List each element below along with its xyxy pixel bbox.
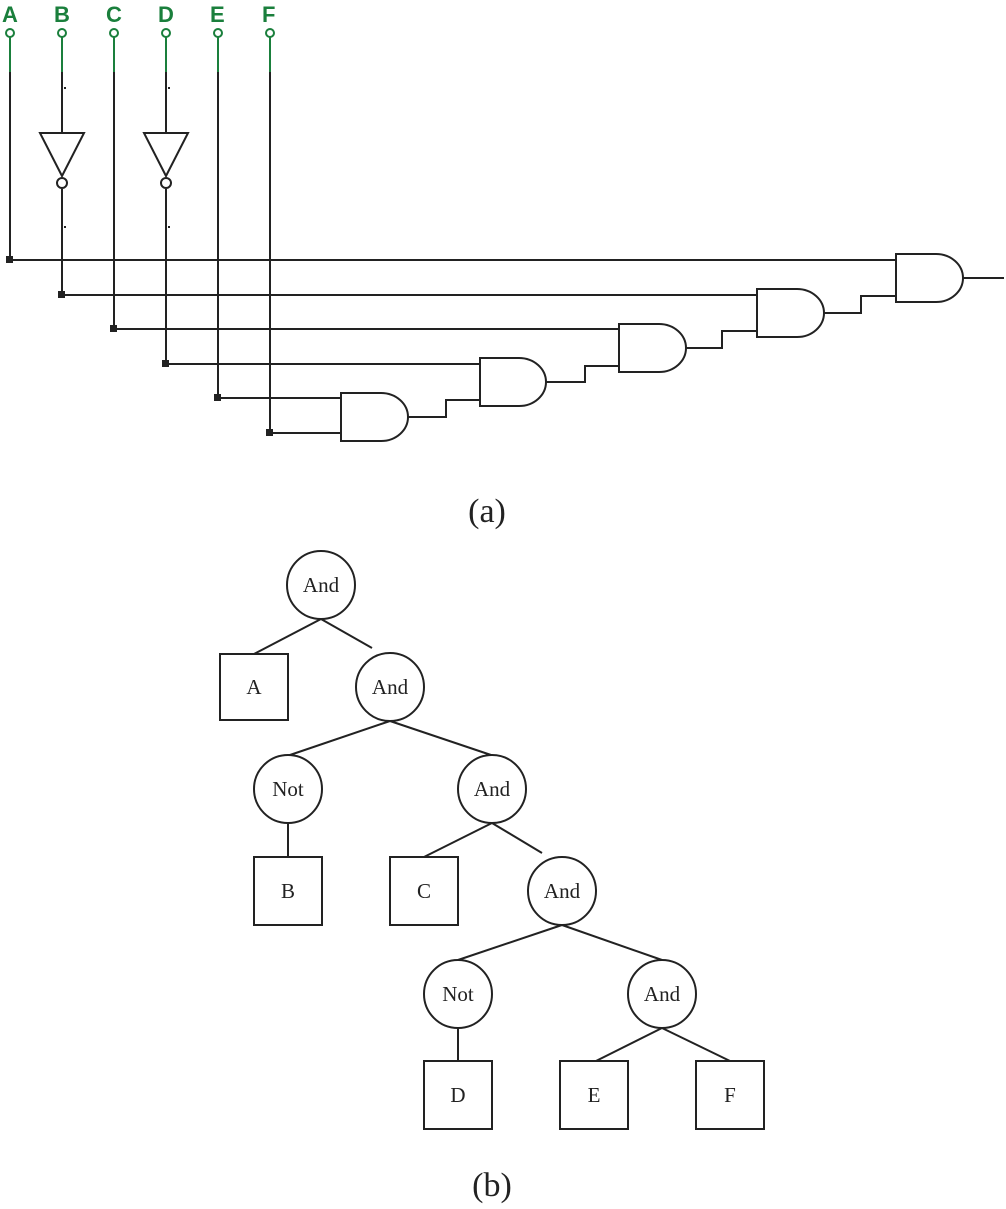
tree-node-root-and: And bbox=[286, 550, 356, 620]
junction-a bbox=[6, 256, 13, 263]
and-gate-b bbox=[756, 288, 825, 338]
tree-node-and-2: And bbox=[355, 652, 425, 722]
tree-leaf-d: D bbox=[423, 1060, 493, 1130]
tree-leaf-e: E bbox=[559, 1060, 629, 1130]
tree-node-and-4: And bbox=[527, 856, 597, 926]
input-label-c: C bbox=[106, 2, 122, 27]
tree-node-and-3: And bbox=[457, 754, 527, 824]
junction-f bbox=[266, 429, 273, 436]
tree-node-not-1-label: Not bbox=[272, 777, 304, 801]
junction-c bbox=[110, 325, 117, 332]
input-label-a: A bbox=[2, 2, 18, 27]
caption-b: (b) bbox=[472, 1167, 512, 1204]
junction-e bbox=[214, 394, 221, 401]
tree-node-not-2-label: Not bbox=[442, 982, 474, 1006]
wire-and-b-out bbox=[824, 295, 896, 314]
tree-node-and-5-label: And bbox=[644, 982, 681, 1006]
tree-node-and-4-label: And bbox=[544, 879, 581, 903]
and-gate-c bbox=[618, 323, 687, 373]
tree-node-root-label: And bbox=[303, 573, 340, 597]
expression-tree: And A And Not And B C bbox=[219, 550, 765, 1204]
wire-and-c-out bbox=[686, 330, 757, 349]
logic-circuit: A B C D E F bbox=[2, 2, 1004, 530]
tree-node-and-5: And bbox=[627, 959, 697, 1029]
input-label-e: E bbox=[210, 2, 225, 27]
tree-leaf-a: A bbox=[219, 653, 289, 721]
wire-tick-marks bbox=[64, 87, 170, 228]
tree-node-and-3-label: And bbox=[474, 777, 511, 801]
tree-leaf-b-label: B bbox=[281, 879, 295, 903]
input-terminal-e bbox=[213, 28, 223, 38]
input-terminal-c bbox=[109, 28, 119, 38]
not-gate-b bbox=[38, 132, 86, 189]
tree-leaf-f-label: F bbox=[724, 1083, 736, 1107]
tree-node-not-1: Not bbox=[253, 754, 323, 824]
junction-b bbox=[58, 291, 65, 298]
input-label-d: D bbox=[158, 2, 174, 27]
input-terminal-a bbox=[5, 28, 15, 38]
tree-leaf-f: F bbox=[695, 1060, 765, 1130]
tree-leaf-e-label: E bbox=[588, 1083, 601, 1107]
caption-a: (a) bbox=[468, 493, 506, 530]
tree-leaf-a-label: A bbox=[246, 675, 262, 699]
input-terminal-f bbox=[265, 28, 275, 38]
not-gate-d bbox=[142, 132, 190, 189]
wire-and-ef-out bbox=[408, 399, 480, 418]
and-gate-ef bbox=[340, 392, 409, 442]
tree-node-not-2: Not bbox=[423, 959, 493, 1029]
input-terminal-b bbox=[57, 28, 67, 38]
tree-leaf-c: C bbox=[389, 856, 459, 926]
tree-leaf-c-label: C bbox=[417, 879, 431, 903]
input-terminal-d bbox=[161, 28, 171, 38]
tree-leaf-d-label: D bbox=[450, 1083, 465, 1107]
wire-and-d-out bbox=[546, 365, 619, 383]
input-label-f: F bbox=[262, 2, 275, 27]
tree-leaf-b: B bbox=[253, 856, 323, 926]
and-gate-d-ef bbox=[479, 357, 547, 407]
input-label-b: B bbox=[54, 2, 70, 27]
junction-d bbox=[162, 360, 169, 367]
and-gate-a-output bbox=[895, 253, 964, 303]
tree-node-and-2-label: And bbox=[372, 675, 409, 699]
tree-edges bbox=[253, 618, 731, 1062]
